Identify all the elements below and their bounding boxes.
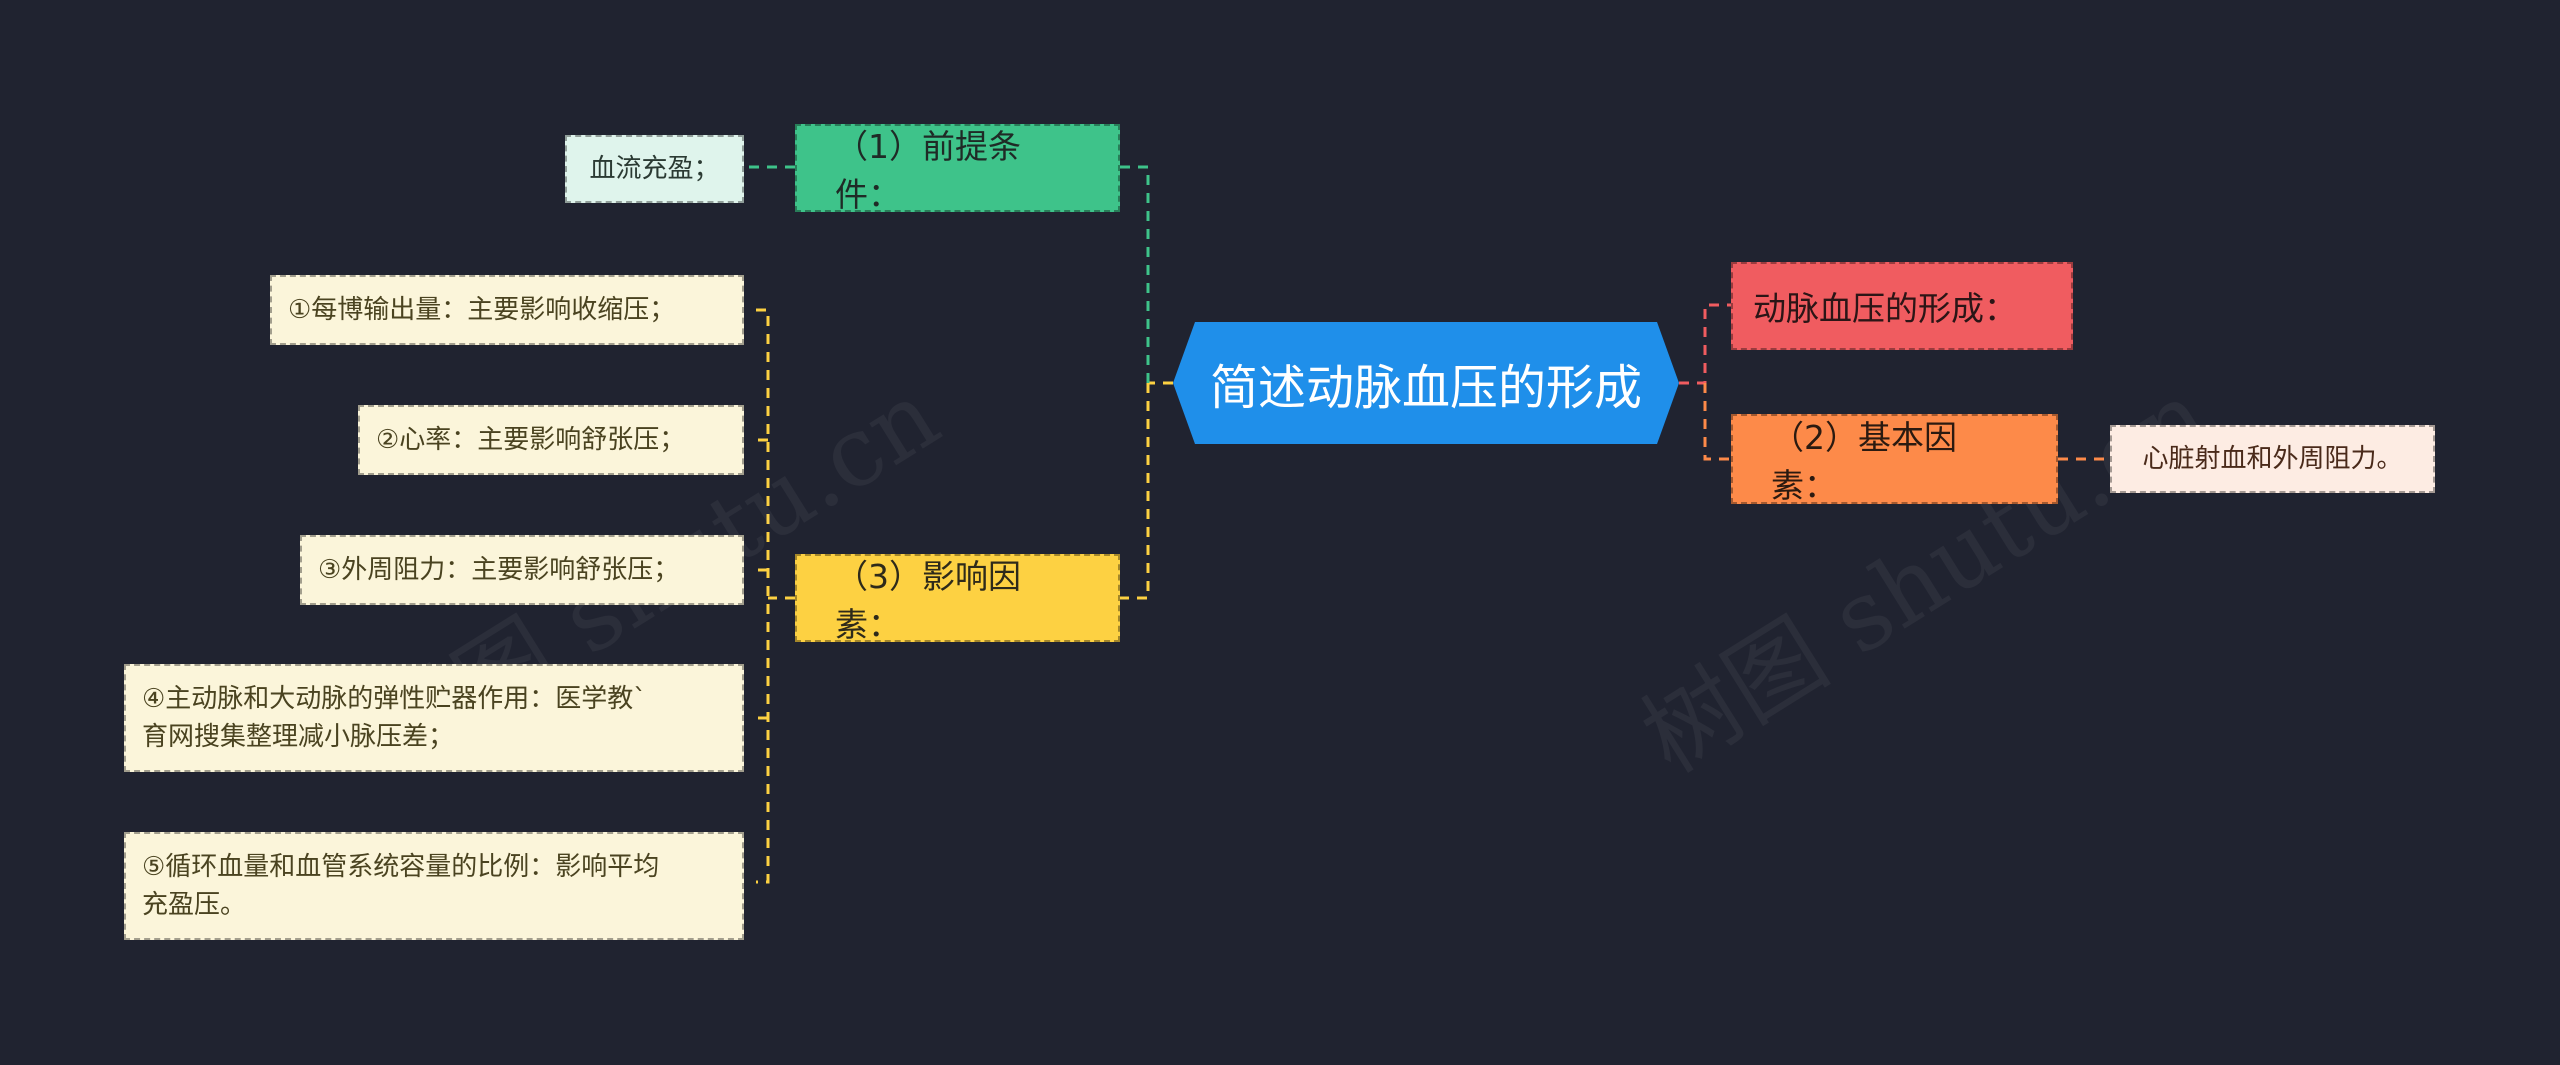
leaf-influence-5[interactable]: ⑤循环血量和血管系统容量的比例：影响平均 充盈压。 [124,832,744,940]
root-topic[interactable]: 简述动脉血压的形成 [1173,322,1679,444]
link-basic [1703,383,1731,461]
leaf-influence-2[interactable]: ②心率：主要影响舒张压； [358,405,744,475]
leaf-basic-1[interactable]: 心脏射血和外周阻力。 [2110,425,2435,493]
link-premise [1120,165,1150,383]
link-root-right [1679,303,1731,385]
leaf-influence-3[interactable]: ③外周阻力：主要影响舒张压； [300,535,744,605]
leaf-influence-4[interactable]: ④主动脉和大动脉的弹性贮器作用：医学教` 育网搜集整理减小脉压差； [124,664,744,772]
branch-influence[interactable]: （3）影响因素： [795,554,1120,644]
link-influence [1120,383,1150,600]
branch-premise[interactable]: （1）前提条件： [795,124,1120,214]
branch-basic[interactable]: （2）基本因素： [1731,414,2058,505]
leaf-influence-1[interactable]: ①每博输出量：主要影响收缩压； [270,275,744,345]
leaf-premise-1[interactable]: 血流充盈； [565,135,744,203]
link-influence-leaves [756,308,770,884]
branch-formation[interactable]: 动脉血压的形成： [1731,262,2073,350]
